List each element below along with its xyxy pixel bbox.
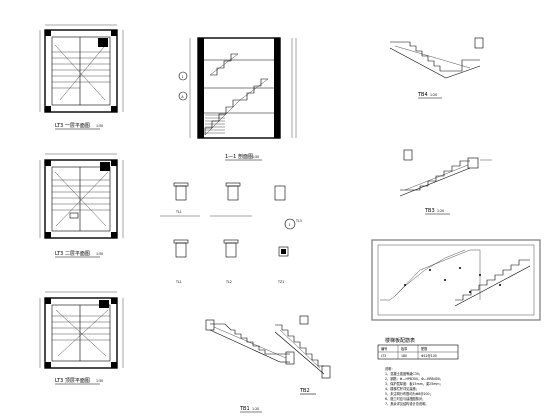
- plan-2-outline: [44, 159, 118, 239]
- note-line: 6、施工时应与建施图核对；: [385, 396, 425, 401]
- tb4-title: TB4: [417, 92, 428, 98]
- note-line: 5、未注明分布筋均为Φ8@200；: [385, 391, 433, 396]
- rebar-table: 楼梯板配筋表 编号 板厚 配筋 LT3 180 Φ12@100: [377, 337, 459, 360]
- section-title: 1—1 剖面图: [225, 153, 253, 160]
- notes-title: 说明：: [385, 366, 395, 371]
- section-scale: 1:50: [252, 155, 259, 159]
- tb2-detail: TB2: [274, 315, 331, 395]
- tz1-label: TZ1: [277, 280, 284, 284]
- plan-2-scale: 1:50: [96, 252, 103, 256]
- tb4-detail: TB4 1:20: [389, 37, 484, 99]
- stair-plan-1: LT3 一层平面图 1:50: [39, 24, 124, 130]
- tb1-scale: 1:20: [252, 407, 259, 411]
- note-line: 3、保护层厚度：板15mm，梁25mm；: [385, 381, 443, 386]
- table-header-1: 编号: [381, 346, 387, 351]
- stair-rebar-detail: [371, 239, 541, 321]
- plan-2-title: LT3 二层平面图: [55, 251, 90, 257]
- detail-bubble-1-label: 1: [289, 223, 291, 227]
- table-cell: 180: [401, 354, 407, 358]
- table-title: 楼梯板配筋表: [385, 337, 415, 344]
- column-hatch: [98, 38, 108, 47]
- note-line: 4、楼梯栏杆详见建施；: [385, 386, 419, 391]
- plan-1-title: LT3 一层平面图: [55, 123, 90, 129]
- tl2-label: TL2: [225, 280, 232, 284]
- plan-3-scale: 1:50: [96, 379, 103, 383]
- beam-sections: TL1 1 TL3 TL1 TL2 TZ1: [160, 182, 302, 284]
- tb1-detail: TB1 1:20: [205, 319, 295, 413]
- notes: 说明： 1、混凝土强度等级C30； 2、钢筋：Φ—HPB300，Φ—HRB400…: [385, 366, 443, 406]
- tb3-scale: 1:20: [437, 209, 444, 213]
- plan-3-title: LT3 顶层平面图: [55, 378, 90, 384]
- tb1-title: TB1: [239, 406, 250, 412]
- note-line: 7、其余详见结构设计总说明。: [385, 401, 428, 406]
- table-cell: Φ12@100: [421, 354, 437, 358]
- tb3-title: TB3: [424, 208, 435, 214]
- detail-frame: [371, 239, 541, 321]
- tb2-title: TB2: [299, 388, 310, 394]
- grid-bubble-1-label: 1: [182, 75, 184, 79]
- plan-1-outline: [44, 29, 118, 113]
- grid-bubble-a-label: A: [181, 95, 184, 99]
- table-cell: LT3: [381, 354, 386, 358]
- tl1-label: TL1: [175, 210, 182, 214]
- tl3-label: TL3: [295, 219, 302, 223]
- tb4-scale: 1:20: [430, 93, 437, 97]
- grid-bubble-a: [178, 91, 188, 101]
- detail-bubble-1: [284, 218, 296, 230]
- stair-plan-3: LT3 顶层平面图 1:50: [39, 291, 124, 385]
- note-line: 2、钢筋：Φ—HPB300，Φ—HRB400；: [385, 376, 443, 381]
- table-header-3: 配筋: [421, 346, 427, 351]
- note-line: 1、混凝土强度等级C30；: [385, 371, 422, 376]
- plan-1-scale: 1:50: [96, 124, 103, 128]
- section-1-1: 1 A 1—1 剖面图 1:50: [178, 37, 297, 161]
- tb3-detail: TB3 1:20: [399, 149, 492, 215]
- tl1b-label: TL1: [175, 280, 182, 284]
- table-header-2: 板厚: [401, 346, 408, 351]
- plan-3-outline: [44, 297, 118, 369]
- stair-plan-2: LT3 二层平面图 1:50: [39, 153, 124, 258]
- grid-bubble-1: [178, 71, 188, 81]
